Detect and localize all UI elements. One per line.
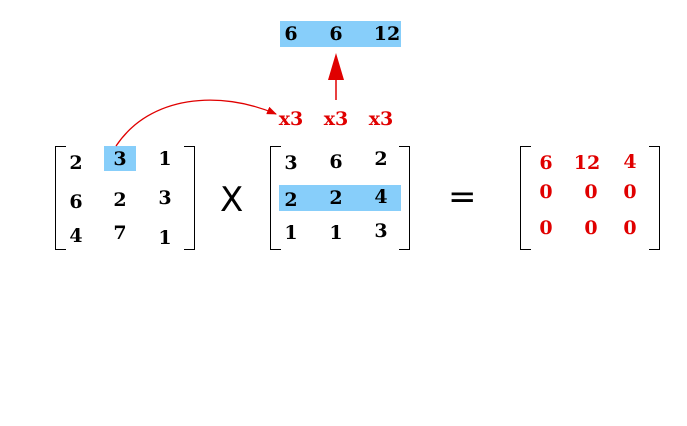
- matrix-b-cell: 1: [329, 222, 343, 244]
- multiplier-label: x3: [278, 108, 304, 130]
- result-row-cell: 6: [284, 23, 298, 45]
- matrix-c-cell: 0: [539, 181, 553, 203]
- times-operator: X: [220, 180, 244, 220]
- result-row-cell: 12: [373, 23, 401, 45]
- matrix-b-cell: 2: [329, 187, 343, 209]
- matrix-c-cell: 0: [539, 217, 553, 239]
- matrix-b-cell: 4: [374, 186, 388, 208]
- matrix-a-cell: 1: [158, 227, 172, 249]
- matrix-a-left-bracket: [55, 146, 66, 250]
- multiplier-label: x3: [368, 108, 394, 130]
- matrix-b-right-bracket: [399, 146, 410, 250]
- matrix-a-right-bracket: [184, 146, 195, 250]
- matrix-b-cell: 2: [284, 189, 298, 211]
- curved-arrow: [115, 99, 277, 147]
- equals-operator: =: [448, 177, 477, 217]
- matrix-a-cell: 4: [69, 225, 83, 247]
- multiplier-label: x3: [323, 108, 349, 130]
- matrix-a-selected-cell-highlight: [104, 146, 136, 171]
- up-arrow-head: [328, 53, 344, 80]
- matrix-a-cell: 2: [69, 152, 83, 174]
- result-row-cell: 6: [329, 23, 343, 45]
- matrix-c-cell: 0: [623, 217, 637, 239]
- matrix-c-cell: 6: [539, 152, 553, 174]
- matrix-a-cell: 3: [158, 187, 172, 209]
- matrix-b-left-bracket: [270, 146, 281, 250]
- matrix-a-cell: 6: [69, 191, 83, 213]
- matrix-b-cell: 2: [374, 148, 388, 170]
- matrix-b-cell: 3: [374, 220, 388, 242]
- matrix-a-cell: 7: [113, 222, 127, 244]
- matrix-c-cell: 12: [573, 152, 601, 174]
- matrix-c-cell: 0: [623, 181, 637, 203]
- matrix-a-cell: 3: [113, 148, 127, 170]
- matrix-c-right-bracket: [649, 146, 660, 250]
- result-row-highlight: [280, 21, 401, 47]
- matrix-b-selected-row-highlight: [279, 185, 401, 211]
- matrix-b-cell: 1: [284, 222, 298, 244]
- matrix-c-cell: 0: [584, 217, 598, 239]
- matrix-c-cell: 0: [584, 181, 598, 203]
- matrix-a-cell: 2: [113, 189, 127, 211]
- matrix-c-cell: 4: [623, 151, 637, 173]
- matrix-a-cell: 1: [158, 148, 172, 170]
- matrix-b-cell: 3: [284, 152, 298, 174]
- matrix-c-left-bracket: [520, 146, 531, 250]
- matrix-b-cell: 6: [329, 151, 343, 173]
